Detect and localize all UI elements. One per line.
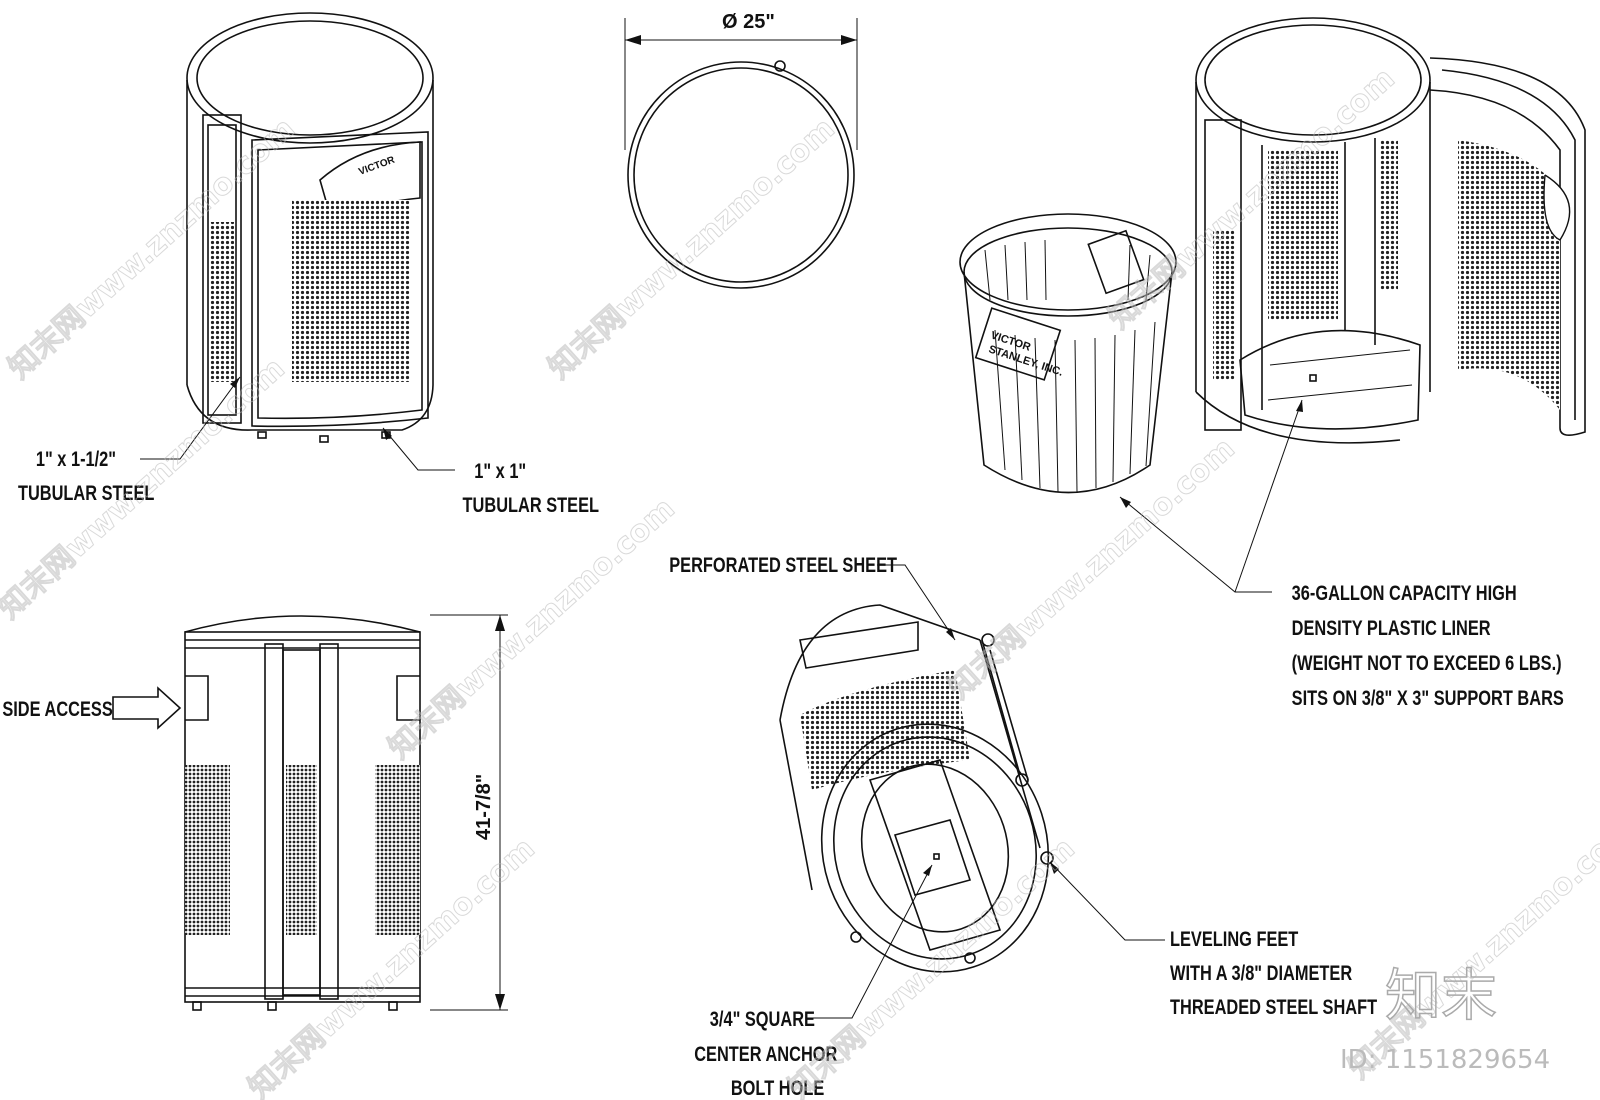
watermark-text: 知末网www.znzmo.com bbox=[782, 831, 1082, 1100]
side-elevation-view bbox=[112, 614, 508, 1011]
perforated-panel bbox=[292, 200, 410, 382]
label-tube-15-line-2: TUBULAR STEEL bbox=[18, 481, 154, 504]
label-side-access: SIDE ACCESS bbox=[2, 697, 112, 720]
watermark-logo: 知末 bbox=[1385, 964, 1497, 1029]
label-tube-1-line-1: 1" x 1" bbox=[474, 459, 526, 482]
leader-perforated bbox=[877, 564, 956, 641]
watermark-text: 知末网www.znzmo.com bbox=[942, 431, 1242, 706]
perforated-panel bbox=[210, 222, 234, 382]
label-leveling-line-2: WITH A 3/8" DIAMETER bbox=[1170, 961, 1352, 984]
label-liner-line-1: 36-GALLON CAPACITY HIGH bbox=[1292, 581, 1517, 604]
perforated-panel bbox=[286, 765, 317, 935]
bottom-perspective-view bbox=[779, 604, 1054, 973]
label-anchor-line-2: CENTER ANCHOR bbox=[694, 1042, 837, 1065]
perforated-panel bbox=[1458, 140, 1560, 410]
label-leveling-line-3: THREADED STEEL SHAFT bbox=[1170, 995, 1378, 1018]
perforated-panel bbox=[375, 765, 420, 935]
leader-tube-1 bbox=[382, 427, 455, 471]
diameter-dimension: Ø 25" bbox=[722, 11, 775, 33]
watermark-id: ID: 1151829654 bbox=[1340, 1045, 1550, 1075]
label-perforated-sheet: PERFORATED STEEL SHEET bbox=[669, 553, 897, 576]
perforated-panel bbox=[185, 765, 230, 935]
watermark-text: 知末网www.znzmo.com bbox=[1102, 61, 1402, 336]
watermark-text: 知末网www.znzmo.com bbox=[2, 111, 302, 386]
iso-receptacle-view: VICTOR bbox=[186, 12, 434, 443]
liner-view bbox=[959, 213, 1177, 494]
svg-text:VICTOR: VICTOR bbox=[357, 154, 397, 177]
leader-anchor bbox=[812, 864, 933, 1019]
leader-leveling bbox=[1049, 861, 1165, 941]
label-anchor-line-1: 3/4" SQUARE bbox=[710, 1007, 815, 1030]
label-liner-line-4: SITS ON 3/8" X 3" SUPPORT BARS bbox=[1292, 686, 1564, 709]
perforated-panel bbox=[1268, 150, 1338, 320]
leader-liner bbox=[1119, 399, 1303, 593]
perforated-panel bbox=[1380, 140, 1398, 290]
label-leveling-line-1: LEVELING FEET bbox=[1170, 927, 1299, 950]
plan-view bbox=[624, 18, 858, 289]
open-receptacle-view bbox=[1195, 17, 1586, 444]
label-anchor-line-3: BOLT HOLE bbox=[731, 1076, 824, 1099]
perforated-panel bbox=[1213, 230, 1235, 380]
height-dimension: 41-7/8" bbox=[473, 774, 495, 840]
watermark-text: 知末网www.znzmo.com bbox=[542, 111, 842, 386]
label-tube-15-line-1: 1" x 1-1/2" bbox=[36, 447, 116, 470]
label-liner-line-3: (WEIGHT NOT TO EXCEED 6 LBS.) bbox=[1292, 651, 1562, 674]
label-tube-1-line-2: TUBULAR STEEL bbox=[463, 493, 599, 516]
leader-tube-15 bbox=[140, 376, 241, 460]
perforated-panel bbox=[800, 670, 970, 790]
label-liner-line-2: DENSITY PLASTIC LINER bbox=[1292, 616, 1491, 639]
watermark-text: 知末网www.znzmo.com bbox=[382, 491, 682, 766]
